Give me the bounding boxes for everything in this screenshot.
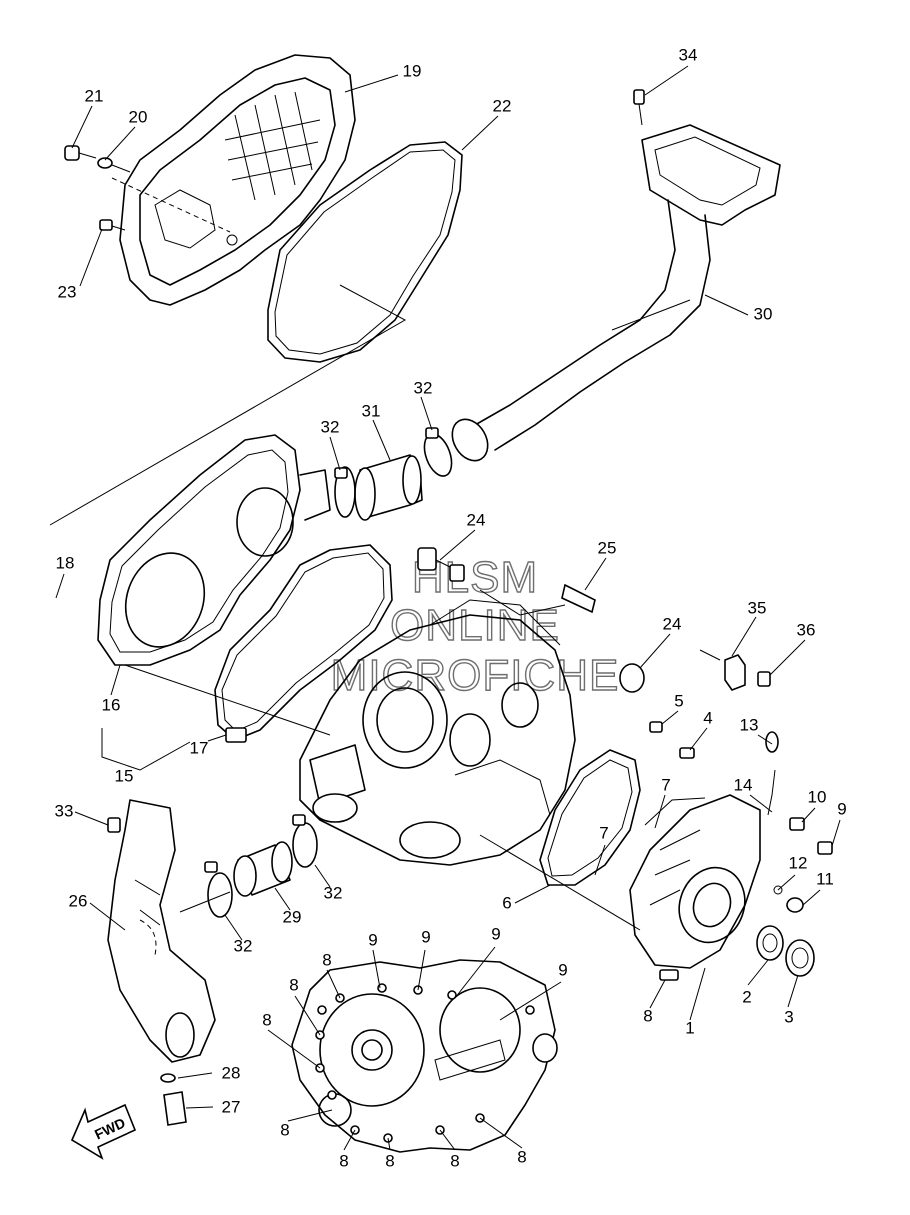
callout-32-lower-right: 32 xyxy=(324,883,343,902)
callout-2: 2 xyxy=(742,987,751,1006)
callout-17: 17 xyxy=(190,738,209,757)
callout-22: 22 xyxy=(493,96,512,115)
callout-24-lower: 24 xyxy=(663,614,682,633)
callout-25: 25 xyxy=(598,538,617,557)
intake-boot xyxy=(334,427,453,521)
callout-5: 5 xyxy=(674,691,683,710)
callout-9-a: 9 xyxy=(368,930,377,949)
callout-33: 33 xyxy=(55,801,74,820)
callout-28: 28 xyxy=(222,1063,241,1082)
callout-19: 19 xyxy=(403,61,422,80)
callout-29: 29 xyxy=(283,907,302,926)
callout-32-lower-left: 32 xyxy=(234,936,253,955)
callout-8-i: 8 xyxy=(517,1147,526,1166)
callout-7-lower: 7 xyxy=(599,823,608,842)
callout-8-a: 8 xyxy=(322,950,331,969)
bolt-marks xyxy=(315,983,535,1143)
callout-8-c: 8 xyxy=(643,1006,652,1025)
callout-3: 3 xyxy=(784,1007,793,1026)
callout-7-upper: 7 xyxy=(661,775,670,794)
crankcase-gasket xyxy=(214,544,393,743)
callout-9-b: 9 xyxy=(421,927,430,946)
callout-8-f: 8 xyxy=(339,1151,348,1170)
watermark-line-3: MICROFICHE xyxy=(331,651,620,700)
callout-9-c: 9 xyxy=(491,924,500,943)
callout-8-e: 8 xyxy=(280,1120,289,1139)
callout-9-right: 9 xyxy=(837,799,846,818)
forward-arrow-icon: FWD xyxy=(70,1103,137,1160)
cover-fasteners xyxy=(64,145,131,231)
crankcase-side-view xyxy=(291,959,558,1153)
callout-8-d: 8 xyxy=(262,1010,271,1029)
callout-32-upper-left: 32 xyxy=(321,417,340,436)
crankcase xyxy=(299,599,641,931)
callout-numbers: 34 19 21 20 22 23 30 32 32 31 24 25 18 2… xyxy=(55,45,847,1170)
callout-26: 26 xyxy=(69,891,88,910)
right-crankcase-cover xyxy=(539,721,833,981)
callout-13: 13 xyxy=(740,715,759,734)
callout-36: 36 xyxy=(797,620,816,639)
inner-cover xyxy=(97,434,331,736)
watermark: HLSM ONLINE MICROFICHE xyxy=(330,552,620,700)
callout-21: 21 xyxy=(85,86,104,105)
cover-gasket xyxy=(49,141,463,526)
callout-23: 23 xyxy=(58,282,77,301)
clutch-cover-outer xyxy=(111,54,356,306)
callout-27: 27 xyxy=(222,1097,241,1116)
callout-24-upper: 24 xyxy=(467,510,486,529)
callout-35: 35 xyxy=(748,598,767,617)
air-duct xyxy=(451,89,781,462)
callout-9-d: 9 xyxy=(558,960,567,979)
callout-8-h: 8 xyxy=(450,1151,459,1170)
bracket-35-36 xyxy=(699,649,771,691)
watermark-line-2: ONLINE xyxy=(390,601,560,650)
callout-30: 30 xyxy=(754,304,773,323)
callout-8-g: 8 xyxy=(385,1151,394,1170)
callout-10: 10 xyxy=(808,787,827,806)
callout-11: 11 xyxy=(816,869,834,888)
callout-12: 12 xyxy=(789,853,808,872)
callout-6: 6 xyxy=(502,893,511,912)
callout-32-upper-right: 32 xyxy=(414,378,433,397)
callout-4: 4 xyxy=(703,708,712,727)
callout-31: 31 xyxy=(362,401,381,420)
drain-plugs xyxy=(417,547,645,693)
callout-15: 15 xyxy=(115,766,134,785)
callout-20: 20 xyxy=(129,107,148,126)
callout-leaders xyxy=(55,65,841,1151)
callout-14: 14 xyxy=(734,775,753,794)
callout-1: 1 xyxy=(685,1018,694,1037)
callout-34: 34 xyxy=(679,45,698,64)
lower-air-duct xyxy=(107,799,216,1126)
callout-8-b: 8 xyxy=(289,975,298,994)
lower-intake-boot xyxy=(179,814,318,918)
callout-18: 18 xyxy=(56,553,75,572)
callout-16: 16 xyxy=(102,695,121,714)
